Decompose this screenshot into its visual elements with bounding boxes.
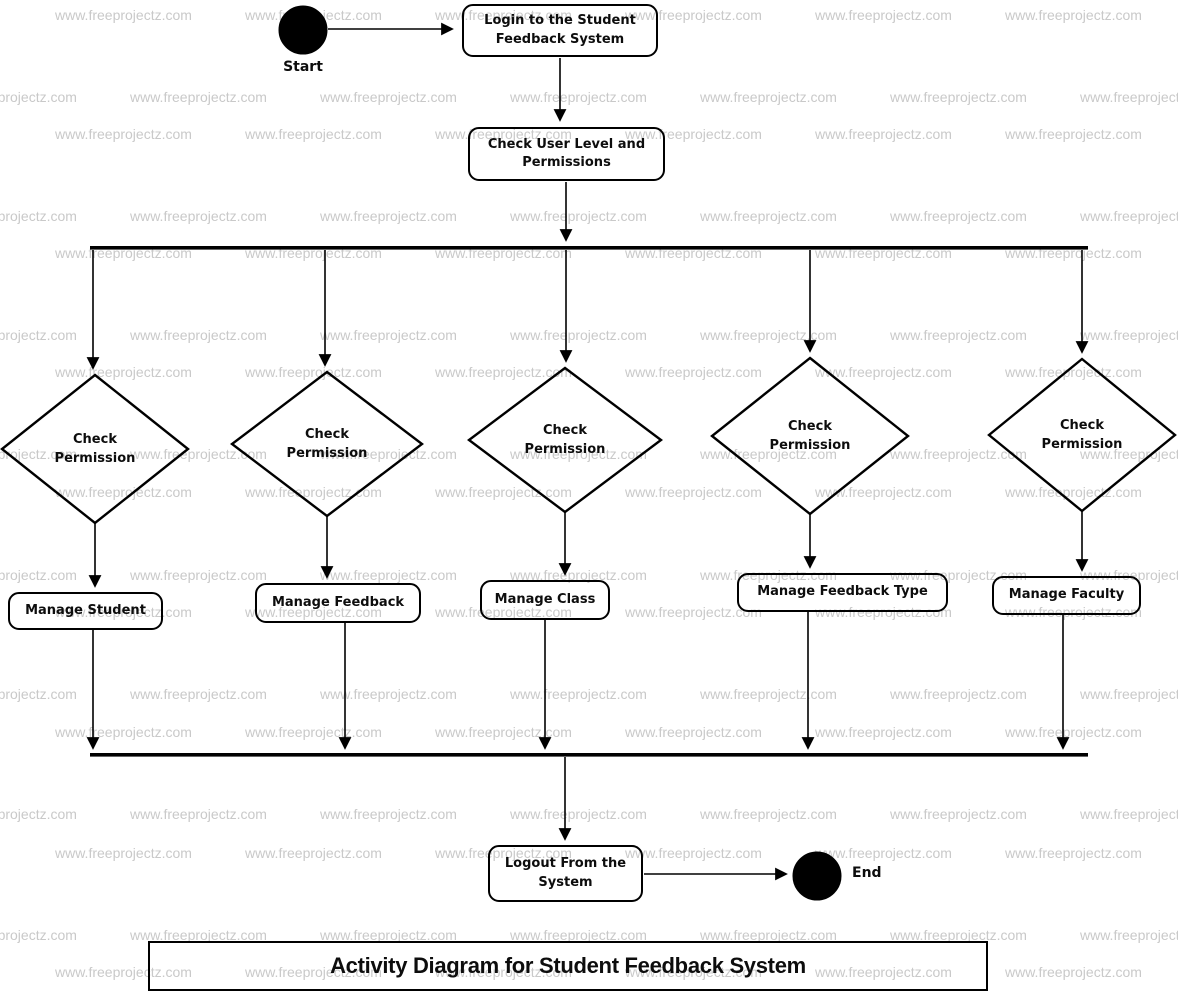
activity-manage-feedback: Manage Feedback (255, 583, 421, 623)
join-bar (90, 753, 1088, 757)
activity-logout: Logout From the System (488, 845, 643, 902)
decision-5-label: Check Permission (1041, 417, 1123, 453)
decision-1-label: Check Permission (54, 431, 136, 467)
activity-check-user-level: Check User Level and Permissions (468, 127, 665, 181)
fork-bar (90, 246, 1088, 250)
diagram-title: Activity Diagram for Student Feedback Sy… (148, 941, 988, 991)
activity-manage-faculty: Manage Faculty (992, 576, 1141, 615)
decision-3-label: Check Permission (524, 422, 606, 458)
activity-login: Login to the Student Feedback System (462, 4, 658, 57)
decision-2-label: Check Permission (286, 426, 368, 462)
end-label: End (852, 865, 882, 881)
start-node (278, 5, 328, 55)
activity-manage-feedback-type: Manage Feedback Type (737, 573, 948, 612)
activity-manage-class: Manage Class (480, 580, 610, 620)
end-node (792, 851, 842, 901)
activity-manage-student: Manage Student (8, 592, 163, 630)
decision-4-label: Check Permission (769, 418, 851, 454)
start-label: Start (283, 59, 323, 75)
